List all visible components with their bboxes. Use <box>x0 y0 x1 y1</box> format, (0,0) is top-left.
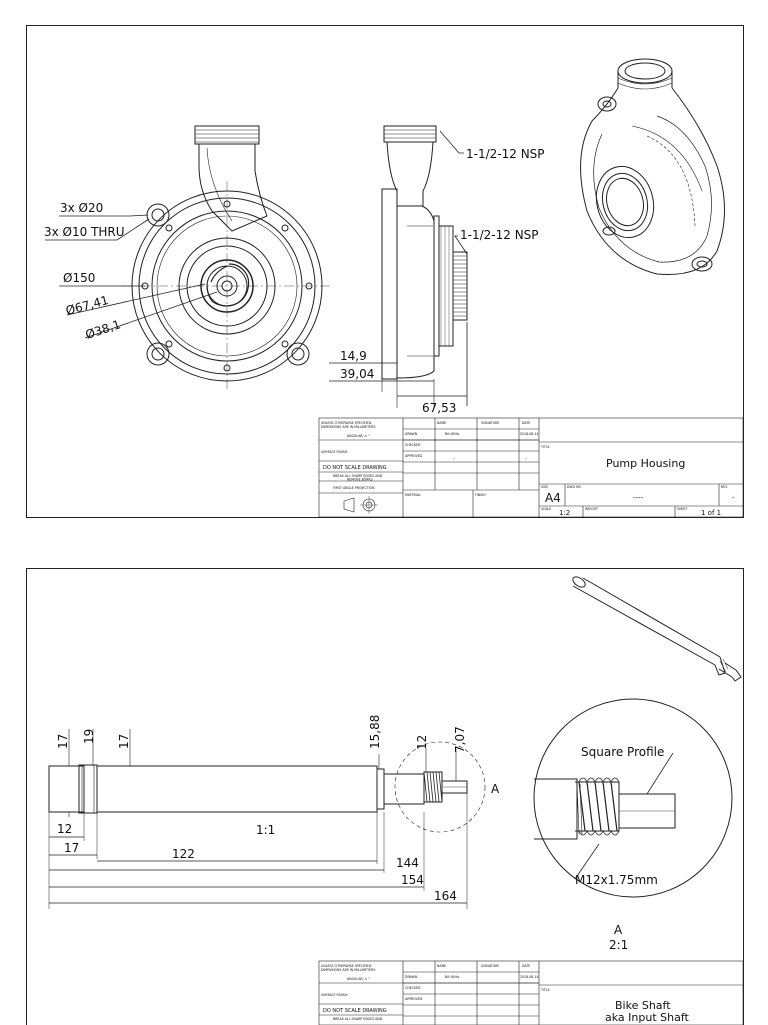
tb-weight-label: WEIGHT <box>585 507 598 511</box>
tb-drawn-name: Bill Willis <box>445 432 459 436</box>
tb-surface-finish: SURFACE FINISH: <box>321 450 348 454</box>
tb2-surface-finish: SURFACE FINISH: <box>321 993 348 997</box>
shaft-dimension-labels: 17 19 17 15,88 12 7,07 A 12 17 122 1:1 1… <box>56 715 664 952</box>
tb2-drawn-date: 2018-08-14 <box>520 975 539 979</box>
pump-side-view <box>381 125 468 380</box>
section-mark-a: A <box>491 782 500 796</box>
dim-17-horizontal: 17 <box>64 841 79 855</box>
dim-12-vertical: 12 <box>415 735 429 750</box>
tb-sheet-of: 1 of 1 <box>701 509 721 517</box>
tb-name-header: NAME <box>437 421 446 425</box>
detail-view-a <box>533 698 733 898</box>
tb-dwg-no: ---- <box>633 494 644 502</box>
dim-3904: 39,04 <box>340 367 374 381</box>
callout-dia-150: Ø150 <box>63 271 95 285</box>
tb-do-not-scale: DO NOT SCALE DRAWING <box>323 465 387 471</box>
tb-title-label: TITLE <box>540 445 550 449</box>
tb-approved-sig: -- <box>453 456 455 460</box>
shaft-isometric-view <box>572 576 742 682</box>
tb-sheet-label: SHEET <box>677 507 687 511</box>
pump-dimension-labels: 3x Ø20 3x Ø10 THRU Ø150 Ø67,41 Ø38,1 1-1… <box>44 147 545 415</box>
tb-size-label: SIZE <box>541 485 548 489</box>
tb2-unless: UNLESS OTHERWISE SPECIFIED: <box>321 964 372 968</box>
callout-thread-side: 1-1/2-12 NSP <box>460 228 539 242</box>
callout-dia-6741: Ø67,41 <box>64 293 110 318</box>
tb-finish: FINISH <box>475 493 486 497</box>
tb-unless: UNLESS OTHERWISE SPECIFIED: <box>321 421 372 425</box>
tb-dims-in: DIMENSIONS ARE IN MILLIMETERS <box>321 425 375 429</box>
tb-size: A4 <box>545 491 561 505</box>
dim-19: 19 <box>82 729 96 744</box>
drawing-title-2-line2: aka Input Shaft <box>605 1011 690 1024</box>
callout-holes-thru: 3x Ø10 THRU <box>44 225 125 239</box>
title-block-1-text: UNLESS OTHERWISE SPECIFIED: DIMENSIONS A… <box>321 421 735 517</box>
tb-remove-burrs: REMOVE BURRS <box>347 478 373 482</box>
label-thread-spec: M12x1.75mm <box>575 873 658 887</box>
drawing-sheet-pump-housing: 3x Ø20 3x Ø10 THRU Ø150 Ø67,41 Ø38,1 1-1… <box>26 25 744 518</box>
title-block-1 <box>318 417 743 517</box>
tb2-dims-in: DIMENSIONS ARE IN MILLIMETERS <box>321 968 375 972</box>
dim-17-left: 17 <box>56 734 70 749</box>
view-scale-note: 1:1 <box>256 823 275 837</box>
tb-drawn: DRAWN <box>405 432 418 436</box>
tb-date-header: DATE <box>522 421 530 425</box>
callout-holes-dia: 3x Ø20 <box>60 201 103 215</box>
tb2-title-label: TITLE <box>540 988 550 992</box>
tb-signature-header: SIGNATURE <box>481 421 499 425</box>
tb-checked: CHECKED <box>405 443 421 447</box>
tb2-break-edges: BREAK ALL SHARP EDGES AND <box>333 1017 383 1021</box>
tb2-name-header: NAME <box>437 964 446 968</box>
tb-angular: ANGULAR: ± ° <box>347 434 370 438</box>
label-square-profile: Square Profile <box>581 745 664 759</box>
tb-rev: - <box>732 494 735 502</box>
dim-17-right: 17 <box>117 734 131 749</box>
tb2-date-header: DATE <box>522 964 530 968</box>
title-block-2 <box>318 960 743 1025</box>
tb-rev-label: REV <box>721 485 728 489</box>
drawing-title-2-line1: Bike Shaft <box>615 999 671 1012</box>
tb-scale: 1:2 <box>559 509 570 517</box>
drawing-title: Pump Housing <box>606 457 685 470</box>
tb2-drawn: DRAWN <box>405 975 418 979</box>
dim-1588: 15,88 <box>368 715 382 749</box>
shaft-side-view <box>48 764 468 814</box>
drawing-sheet-bike-shaft: 17 19 17 15,88 12 7,07 A 12 17 122 1:1 1… <box>26 568 744 1025</box>
tb-approved: APPROVED <box>405 454 423 458</box>
tb-material: MATERIAL <box>405 493 421 497</box>
tb2-angular: ANGULAR: ± ° <box>347 977 370 981</box>
dim-154: 154 <box>401 873 424 887</box>
dim-6753: 67,53 <box>422 401 456 415</box>
tb-dwg-label: DWG NO <box>567 485 581 489</box>
dim-707: 7,07 <box>453 726 467 753</box>
tb-approved-date: -- <box>525 456 527 460</box>
tb2-signature-header: SIGNATURE <box>481 964 499 968</box>
tb-break-edges: BREAK ALL SHARP EDGES AND <box>333 474 383 478</box>
tb2-drawn-name: Bill Willis <box>445 975 459 979</box>
tb-drawn-date: 2018-08-14 <box>520 432 539 436</box>
tb2-do-not-scale: DO NOT SCALE DRAWING <box>323 1008 387 1014</box>
detail-scale: 2:1 <box>609 938 628 952</box>
detail-letter: A <box>614 923 623 937</box>
tb2-approved: APPROVED <box>405 997 423 1001</box>
title-block-2-text: UNLESS OTHERWISE SPECIFIED: DIMENSIONS A… <box>321 964 690 1024</box>
dim-12-horizontal: 12 <box>57 822 72 836</box>
bike-shaft-drawing: 17 19 17 15,88 12 7,07 A 12 17 122 1:1 1… <box>48 576 743 1025</box>
callout-thread-top: 1-1/2-12 NSP <box>466 147 545 161</box>
dim-122: 122 <box>172 847 195 861</box>
tb2-checked: CHECKED <box>405 986 421 990</box>
tb-projection: FIRST ANGLE PROJECTION <box>333 486 375 490</box>
dim-144: 144 <box>396 856 419 870</box>
pump-housing-drawing: 3x Ø20 3x Ø10 THRU Ø150 Ø67,41 Ø38,1 1-1… <box>44 58 743 517</box>
callout-dia-381: Ø38,1 <box>84 317 123 341</box>
pump-isometric-view <box>580 58 725 276</box>
dim-164: 164 <box>434 889 457 903</box>
tb-scale-label: SCALE <box>541 507 551 511</box>
pump-front-view <box>122 125 332 391</box>
dim-149: 14,9 <box>340 349 367 363</box>
